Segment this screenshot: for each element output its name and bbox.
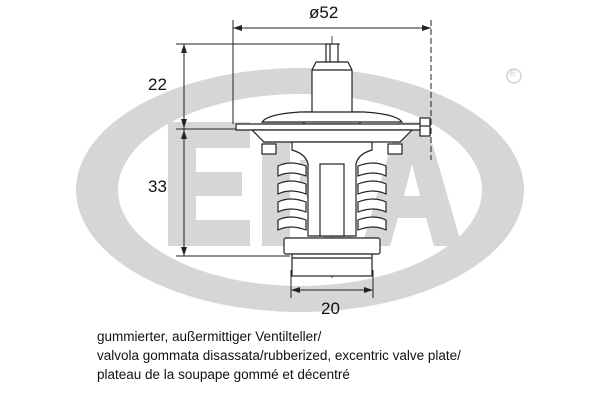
logo-letter-a [362, 122, 462, 246]
caption-line-2: valvola gommata disassata/rubberized, ex… [97, 348, 461, 363]
bottom-width-label: 20 [321, 299, 340, 318]
registered-mark [506, 68, 522, 84]
dimension-lines [176, 20, 432, 298]
caption-line-1: gummierter, außermittiger Ventilteller/ [97, 329, 322, 344]
caption: gummierter, außermittiger Ventilteller/ … [97, 327, 461, 384]
bottom-plate [283, 237, 381, 277]
body-height-label: 33 [148, 177, 167, 196]
top-height-label: 22 [148, 75, 167, 94]
logo-letter-e [168, 122, 250, 246]
spring [277, 162, 387, 231]
registered-mark-glyph: ® [509, 68, 517, 79]
caption-line-3: plateau de la soupape gommé et décentré [97, 367, 350, 382]
thermostat [235, 36, 431, 278]
diameter-label: ø52 [309, 3, 339, 22]
